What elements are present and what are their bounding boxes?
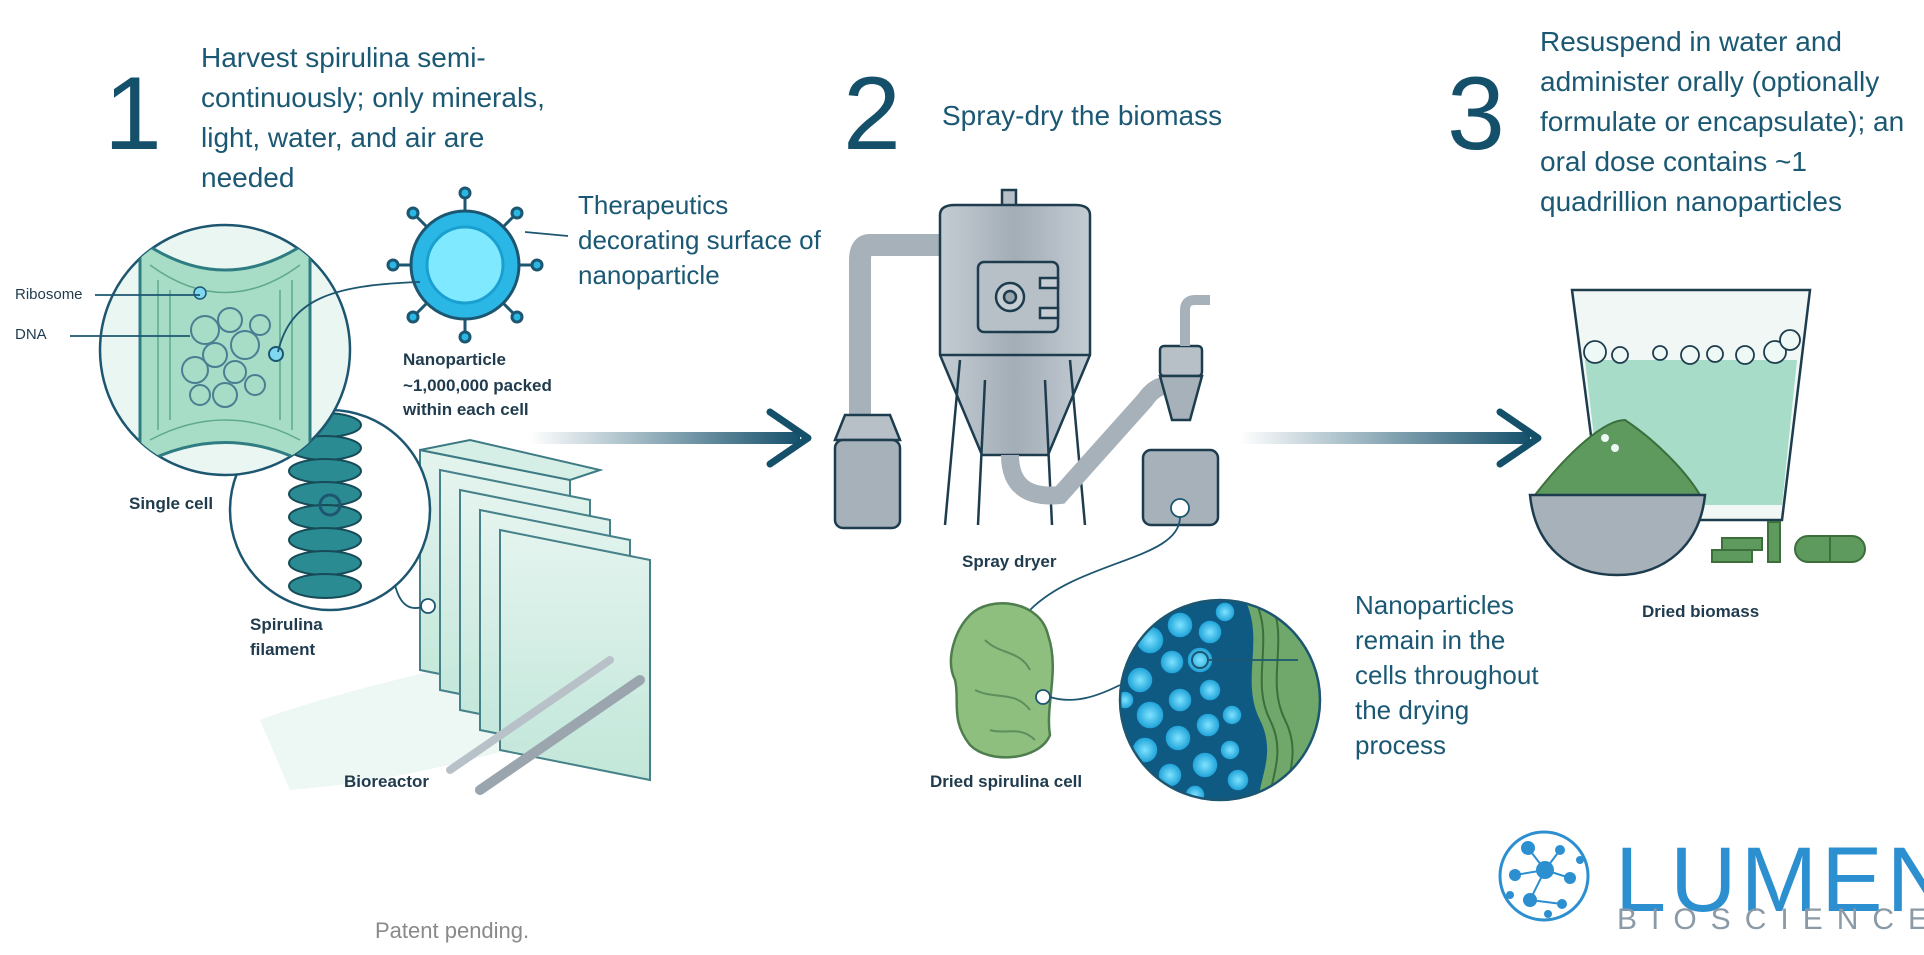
bioreactor-label: Bioreactor (344, 772, 430, 791)
bioreactor-graphic (260, 438, 651, 795)
nanoparticle-title: Nanoparticle (403, 350, 506, 369)
brand-sub: BIOSCIENCE (1617, 903, 1924, 936)
therapeutics-callout: Therapeutics decorating surface of nanop… (578, 190, 821, 290)
nanoparticle-graphic (386, 186, 544, 344)
single-cell-graphic (98, 223, 352, 477)
single-cell-label: Single cell (129, 494, 214, 513)
step-2-text: Spray-dry the biomass (942, 100, 1223, 131)
nanoparticle-detail: ~1,000,000 packed within each cell (403, 376, 552, 419)
step-3-text: Resuspend in water and administer orally… (1540, 26, 1905, 217)
patent-pending-note: Patent pending. (375, 918, 530, 943)
step-3-number: 3 (1447, 56, 1505, 172)
leader-lines-step1 (70, 231, 569, 609)
dried-biomass-label: Dried biomass (1642, 602, 1760, 621)
dried-biomass-graphic (1528, 288, 1866, 577)
lumen-logo-mark (1498, 830, 1590, 922)
brand-name: LUMEN (1615, 829, 1924, 931)
dried-spirulina-cell-graphic (949, 602, 1054, 759)
nanoparticle-cluster-graphic (1118, 598, 1322, 802)
nanoparticles-remain-callout: Nanoparticles remain in the cells throug… (1355, 590, 1539, 760)
step-2-number: 2 (843, 56, 901, 172)
arrow-1-to-2 (530, 408, 812, 468)
spirulina-filament-label: Spirulina filament (250, 615, 323, 659)
dna-label: DNA (15, 326, 47, 343)
spray-dryer-label: Spray dryer (962, 552, 1057, 571)
step-1-number: 1 (104, 56, 162, 172)
dried-spirulina-cell-label: Dried spirulina cell (930, 772, 1083, 791)
step-1-text: Harvest spirulina semi-continuously; onl… (201, 42, 545, 193)
arrow-2-to-3 (1240, 408, 1542, 468)
spray-dryer-graphic (833, 188, 1220, 530)
ribosome-label: Ribosome (15, 286, 83, 303)
